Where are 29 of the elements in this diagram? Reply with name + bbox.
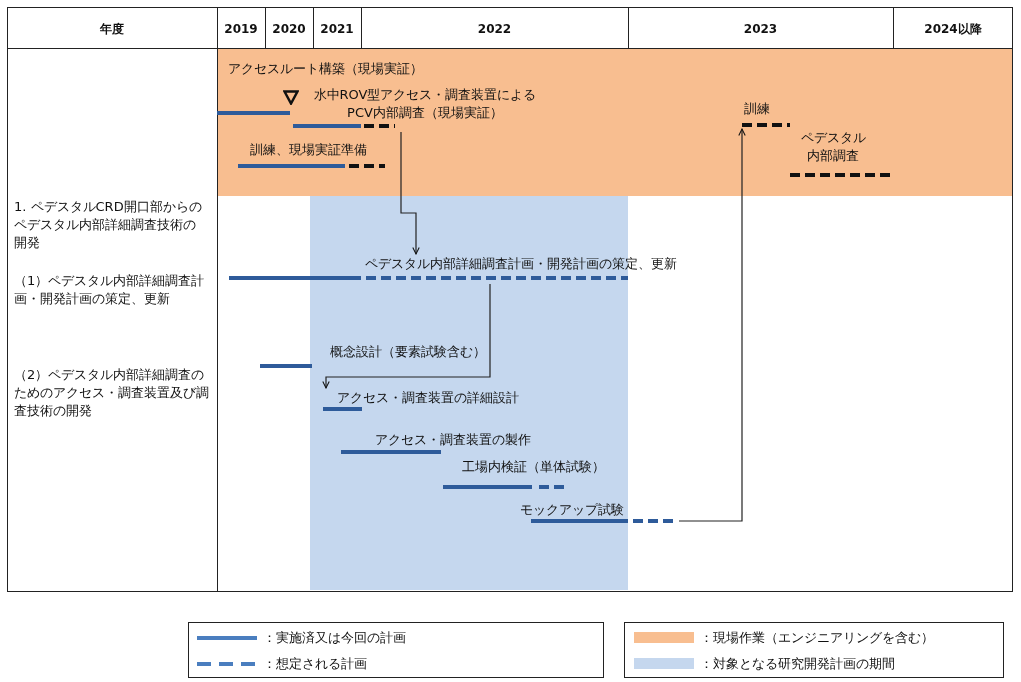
task-label: ペデスタル内部調査 xyxy=(799,129,867,165)
task-label: 概念設計（要素試験含む） xyxy=(330,343,476,361)
task-label: 訓練、現場実証準備 xyxy=(250,141,368,159)
task-label: ペデスタル内部詳細調査計画・開発計画の策定、更新 xyxy=(365,255,678,273)
column-header: 2019 xyxy=(223,21,259,38)
arrow xyxy=(400,131,420,255)
task-label: 水中ROV型アクセス・調査装置によるPCV内部調査（現場実証） xyxy=(312,86,538,122)
column-header: 2023 xyxy=(742,21,779,38)
task-label: アクセス・調査装置の製作 xyxy=(375,431,532,449)
field-work-band xyxy=(217,48,1013,196)
legend-label: ：対象となる研究開発計画の期間 xyxy=(700,655,895,673)
arrow xyxy=(322,283,491,389)
task-label: モックアップ試験 xyxy=(520,501,625,519)
column-header: 2020 xyxy=(271,21,307,38)
task-label: 訓練 xyxy=(744,100,771,118)
task-label: 工場内検証（単体試験） xyxy=(462,458,606,476)
row-header: 1. ペデスタルCRD開口部からのペデスタル内部詳細調査技術の開発 xyxy=(14,198,203,252)
column-header: 2021 xyxy=(319,21,355,38)
legend-label: ：現場作業（エンジニアリングを含む） xyxy=(700,629,934,647)
arrow xyxy=(678,128,746,522)
task-label: アクセス・調査装置の詳細設計 xyxy=(337,389,520,407)
column-header: 年度 xyxy=(99,21,125,38)
row-header: （1）ペデスタル内部詳細調査計画・開発計画の策定、更新 xyxy=(14,272,206,308)
column-header: 2024以降 xyxy=(923,21,983,38)
legend-label: ：実施済又は今回の計画 xyxy=(263,629,406,647)
row-header: （2）ペデスタル内部詳細調査のためのアクセス・調査装置及び調査技術の開発 xyxy=(14,366,210,420)
band-heading: アクセスルート構築（現場実証） xyxy=(228,60,424,78)
column-header: 2022 xyxy=(476,21,513,38)
legend-label: ：想定される計画 xyxy=(263,655,367,673)
